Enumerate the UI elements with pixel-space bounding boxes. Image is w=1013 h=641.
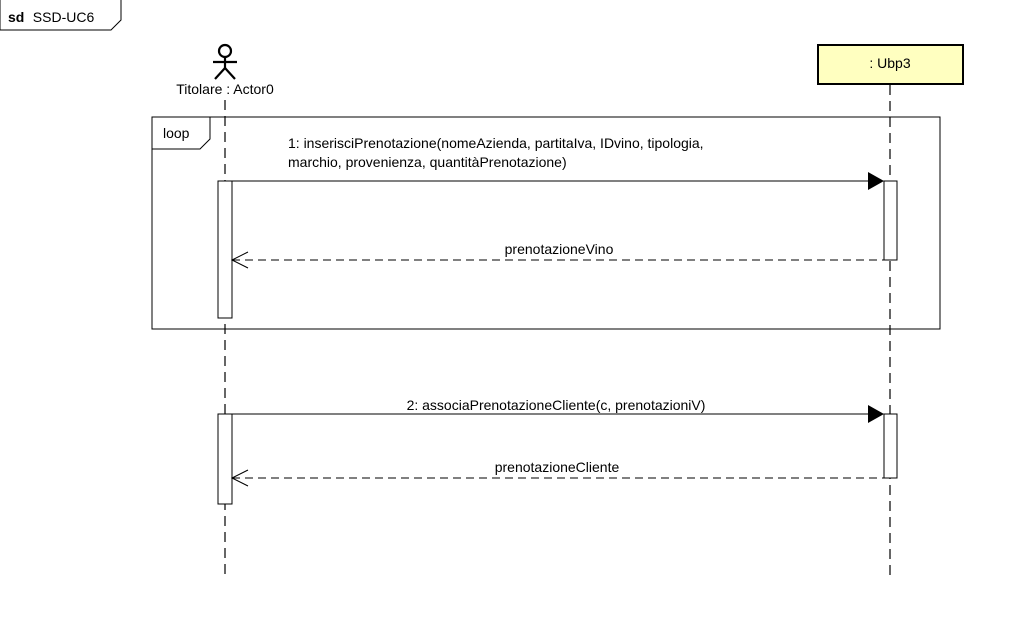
message-1-arrowhead — [868, 172, 884, 190]
return-2: prenotazioneCliente — [230, 459, 884, 487]
loop-operator-tab — [152, 117, 211, 150]
message-2-arrowhead — [868, 405, 884, 423]
svg-text:sd SSD-UC6: sd SSD-UC6 — [8, 9, 94, 26]
actor-activation-1 — [217, 180, 233, 319]
message-2: 2: associaPrenotazioneCliente(c, prenota… — [232, 397, 884, 423]
object-label: : Ubp3 — [869, 55, 910, 71]
object-activation-1 — [883, 180, 898, 261]
frame-name: SSD-UC6 — [33, 9, 95, 25]
return-2-label: prenotazioneCliente — [495, 459, 620, 475]
return-1: prenotazioneVino — [230, 241, 884, 269]
message-1: 1: inserisciPrenotazione(nomeAzienda, pa… — [232, 135, 884, 190]
return-1-label: prenotazioneVino — [505, 241, 614, 257]
message-1-label-line1: 1: inserisciPrenotazione(nomeAzienda, pa… — [288, 135, 704, 151]
loop-fragment: loop — [151, 116, 941, 330]
frame-kind: sd — [8, 9, 24, 25]
diagram-frame: sd SSD-UC6 — [0, 0, 122, 31]
actor-activation-2 — [217, 413, 233, 505]
message-2-label: 2: associaPrenotazioneCliente(c, prenota… — [407, 397, 706, 413]
actor-label: Titolare : Actor0 — [176, 81, 274, 97]
loop-fragment-rect — [151, 116, 941, 330]
loop-operator-label: loop — [163, 125, 190, 141]
object-box: : Ubp3 — [817, 44, 964, 85]
return-1-arrowhead — [230, 251, 249, 269]
object-activation-2 — [883, 413, 898, 479]
return-2-arrowhead — [230, 469, 249, 487]
message-1-label-line2: marchio, provenienza, quantitàPrenotazio… — [288, 154, 567, 170]
frame-tab — [0, 0, 122, 31]
actor-icon — [213, 43, 237, 80]
object-box-rect — [817, 44, 964, 85]
